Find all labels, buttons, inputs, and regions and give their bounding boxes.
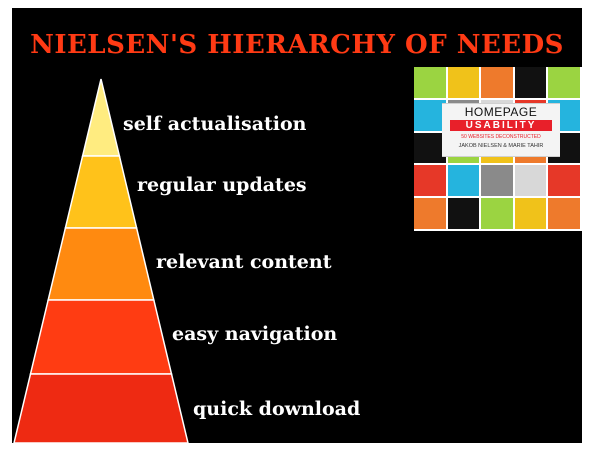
book-cover-image: HOMEPAGE USABILITY 50 WEBSITES DECONSTRU… — [414, 67, 582, 231]
level-label-easy-navigation: easy navigation — [172, 323, 338, 345]
hierarchy-pyramid — [13, 78, 189, 443]
book-cover-tile — [548, 198, 580, 229]
level-label-regular-updates: regular updates — [137, 174, 307, 196]
book-cover-tile — [414, 165, 446, 197]
level-label-quick-download: quick download — [193, 398, 361, 420]
book-subtitle: USABILITY — [450, 120, 552, 131]
pyramid-level-quick-download — [13, 373, 189, 443]
book-cover-tile — [414, 198, 446, 229]
pyramid-level-easy-navigation — [29, 299, 173, 375]
book-cover-tile — [447, 198, 480, 229]
book-tagline: 50 WEBSITES DECONSTRUCTED — [461, 134, 541, 140]
level-label-relevant-content: relevant content — [156, 251, 332, 273]
slide: NIELSEN'S HIERARCHY OF NEEDS self actual… — [12, 8, 582, 443]
pyramid-level-self-actualisation — [81, 78, 121, 157]
book-cover-tile — [414, 99, 446, 131]
book-cover-tile — [414, 67, 446, 98]
book-title: HOMEPAGE — [464, 105, 538, 119]
book-authors: JAKOB NIELSEN & MARIE TAHIR — [458, 143, 544, 149]
pyramid-level-regular-updates — [64, 155, 138, 229]
book-cover-tile — [447, 165, 480, 197]
book-cover-tile — [514, 67, 547, 98]
pyramid-level-relevant-content — [47, 227, 155, 301]
level-label-self-actualisation: self actualisation — [123, 113, 307, 135]
book-cover-tile — [514, 165, 547, 197]
book-cover-tile — [514, 198, 547, 229]
book-cover-tile — [481, 198, 513, 229]
slide-title: NIELSEN'S HIERARCHY OF NEEDS — [30, 30, 564, 60]
book-cover-tile — [414, 132, 446, 164]
book-cover-tile — [548, 67, 580, 98]
book-cover-tile — [447, 67, 480, 98]
book-cover-tile — [481, 165, 513, 197]
book-cover-tile — [481, 67, 513, 98]
book-cover-tile — [548, 165, 580, 197]
